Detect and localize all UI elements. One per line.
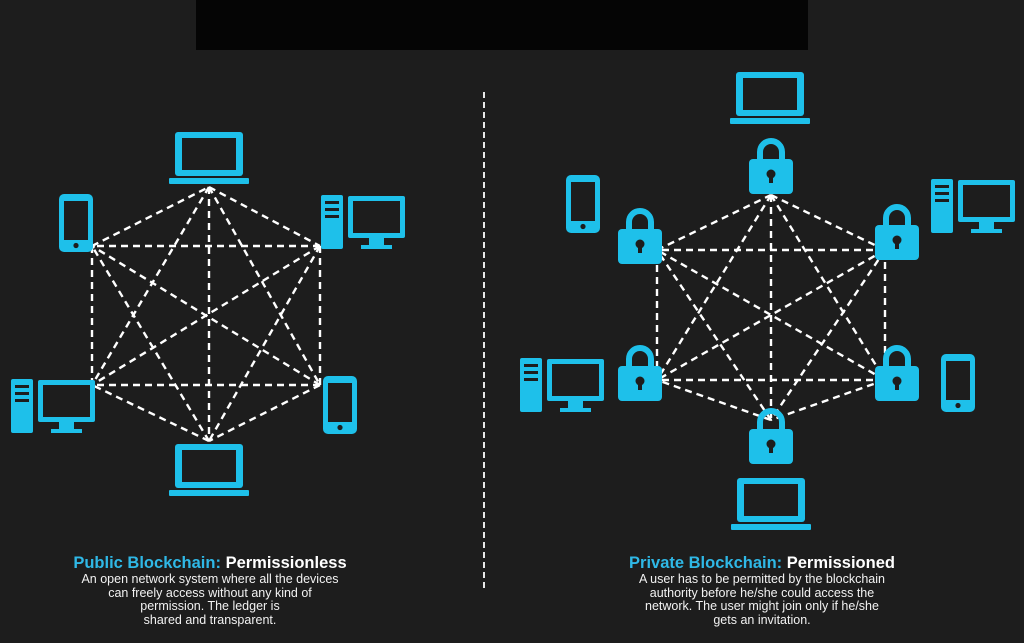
public-description-line: An open network system where all the dev…: [81, 572, 339, 586]
private-description-line: A user has to be permitted by the blockc…: [639, 572, 885, 586]
private-title-suffix: Permissioned: [786, 554, 895, 572]
laptop-icon: [169, 132, 249, 184]
private-description-line: authority before he/she could access the: [649, 585, 875, 600]
public-description-line: permission. The ledger is: [140, 599, 280, 613]
laptop-icon: [731, 478, 811, 530]
lock-icon: [875, 207, 919, 260]
lock-icon: [749, 141, 793, 194]
computer-icon: [931, 179, 1015, 233]
phone-icon: [323, 376, 357, 434]
private-description-line: gets an invitation.: [713, 612, 811, 627]
public-title-suffix: Permissionless: [225, 554, 347, 572]
public-description-line: shared and transparent.: [143, 612, 277, 627]
laptop-icon: [169, 444, 249, 496]
private-blockchain-title: Private Blockchain: Permissioned: [597, 553, 927, 573]
public-blockchain-caption: Public Blockchain: Permissionless An ope…: [45, 553, 375, 627]
public-title-prefix: Public Blockchain:: [73, 554, 221, 572]
private-blockchain-caption: Private Blockchain: Permissioned A user …: [597, 553, 927, 627]
phone-icon: [941, 354, 975, 412]
public-description-line: can freely access without any kind of: [108, 585, 312, 600]
private-description-line: network. The user might join only if he/…: [645, 599, 879, 613]
lock-icon: [875, 348, 919, 401]
lock-icon: [618, 348, 662, 401]
phone-icon: [59, 194, 93, 252]
computer-icon: [520, 358, 604, 412]
laptop-icon: [730, 72, 810, 124]
lock-icon: [618, 211, 662, 264]
phone-icon: [566, 175, 600, 233]
private-network-links: [655, 193, 887, 422]
public-network-links: [90, 185, 322, 443]
computer-icon: [11, 379, 95, 433]
private-title-prefix: Private Blockchain:: [629, 554, 783, 572]
section-divider: [483, 92, 485, 588]
redacted-title-bar: [196, 0, 808, 50]
computer-icon: [321, 195, 405, 249]
public-blockchain-title: Public Blockchain: Permissionless: [45, 553, 375, 573]
